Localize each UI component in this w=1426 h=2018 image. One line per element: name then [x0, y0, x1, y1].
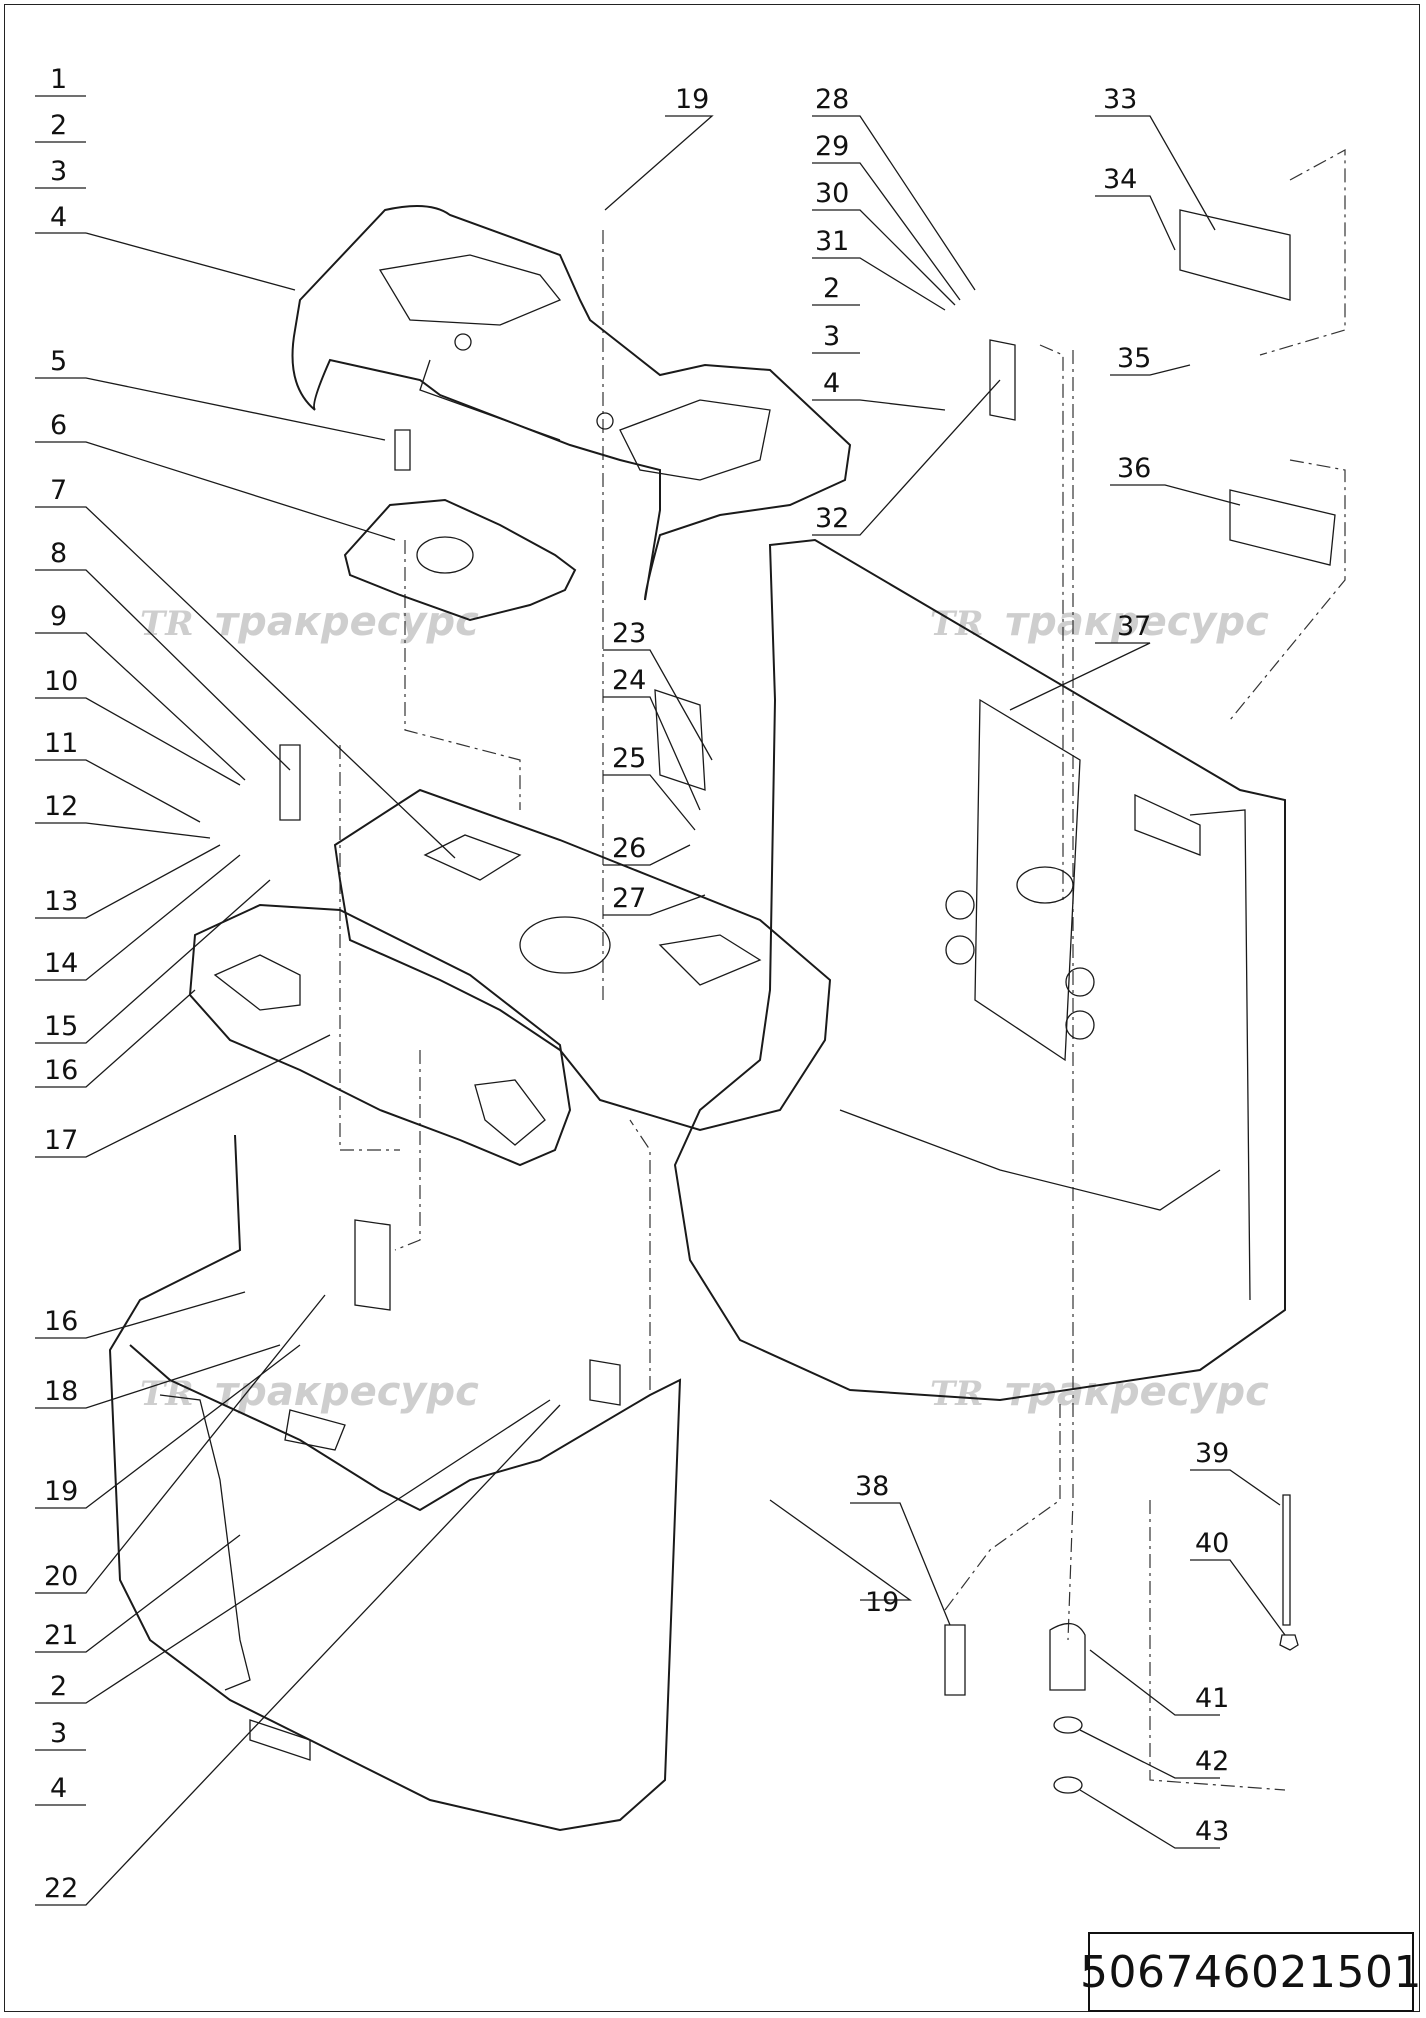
leader-lines	[35, 95, 1286, 1906]
callout-3: 3	[50, 1718, 67, 1749]
callout-20: 20	[44, 1561, 78, 1592]
callout-26: 26	[612, 833, 646, 864]
watermark-logo: TR	[930, 1374, 984, 1414]
callout-7: 7	[50, 475, 67, 506]
callout-43: 43	[1195, 1816, 1229, 1847]
callout-34: 34	[1103, 164, 1137, 195]
callout-9: 9	[50, 601, 67, 632]
callout-1: 1	[50, 64, 67, 95]
callout-4: 4	[823, 368, 840, 399]
callout-41: 41	[1195, 1683, 1229, 1714]
callout-42: 42	[1195, 1746, 1229, 1777]
frame-plate-part	[333, 788, 832, 1132]
callout-22: 22	[44, 1873, 78, 1904]
callout-3: 3	[823, 321, 840, 352]
callout-8: 8	[50, 538, 67, 569]
callout-21: 21	[44, 1620, 78, 1651]
watermark-logo: TR	[140, 604, 194, 644]
callout-19: 19	[44, 1476, 78, 1507]
callout-38: 38	[855, 1471, 889, 1502]
callout-39: 39	[1195, 1438, 1229, 1469]
drawing-number-box: 506746021501	[1080, 1932, 1421, 2012]
watermark-logo: TR	[140, 1374, 194, 1414]
callout-4: 4	[50, 1773, 67, 1804]
watermark-group: TR тракресурс TR тракресурс TR тракресур…	[140, 599, 1269, 1415]
watermark-bottom-left: TR тракресурс	[140, 1369, 479, 1415]
watermark-bottom-right: TR тракресурс	[930, 1369, 1269, 1415]
lower-cover-part	[108, 1134, 682, 1832]
watermark-top-right: TR тракресурс	[930, 599, 1269, 645]
callout-40: 40	[1195, 1528, 1229, 1559]
watermark-text: тракресурс	[1005, 1369, 1269, 1415]
watermark-text: тракресурс	[215, 1369, 479, 1415]
callout-35: 35	[1117, 343, 1151, 374]
small-brackets	[279, 209, 1336, 1794]
callout-13: 13	[44, 886, 78, 917]
callout-16: 16	[44, 1055, 78, 1086]
callout-4: 4	[50, 202, 67, 233]
callout-31: 31	[815, 226, 849, 257]
callout-24: 24	[612, 665, 646, 696]
callout-6: 6	[50, 410, 67, 441]
cup-holder-part	[343, 429, 577, 622]
callout-17: 17	[44, 1125, 78, 1156]
watermark-text: тракресурс	[215, 599, 479, 645]
callout-32: 32	[815, 503, 849, 534]
tray-part	[188, 903, 572, 1167]
callout-15: 15	[44, 1011, 78, 1042]
callout-27: 27	[612, 883, 646, 914]
callout-11: 11	[44, 728, 78, 759]
callout-23: 23	[612, 618, 646, 649]
callout-19: 19	[865, 1587, 899, 1618]
watermark-text: тракресурс	[1005, 599, 1269, 645]
callout-28: 28	[815, 84, 849, 115]
callout-2: 2	[823, 273, 840, 304]
rear-body-part	[673, 538, 1286, 1402]
callout-5: 5	[50, 346, 67, 377]
callout-30: 30	[815, 178, 849, 209]
callout-12: 12	[44, 791, 78, 822]
callout-19: 19	[675, 84, 709, 115]
drawing-number: 506746021501	[1080, 1946, 1422, 1998]
callout-10: 10	[44, 666, 78, 697]
callout-29: 29	[815, 131, 849, 162]
callout-37: 37	[1117, 611, 1151, 642]
callout-labels: 1 2 3 4 5 6 7 8 9 10 11 12 13 14 15 16 1…	[44, 64, 1229, 1904]
drawing-frame	[4, 4, 1420, 2012]
callout-36: 36	[1117, 453, 1151, 484]
callout-25: 25	[612, 743, 646, 774]
callout-2: 2	[50, 1671, 67, 1702]
callout-18: 18	[44, 1376, 78, 1407]
callout-14: 14	[44, 948, 78, 979]
callout-3: 3	[50, 156, 67, 187]
callout-16: 16	[44, 1306, 78, 1337]
callout-2: 2	[50, 110, 67, 141]
top-cover-part	[291, 205, 852, 601]
callout-33: 33	[1103, 84, 1137, 115]
